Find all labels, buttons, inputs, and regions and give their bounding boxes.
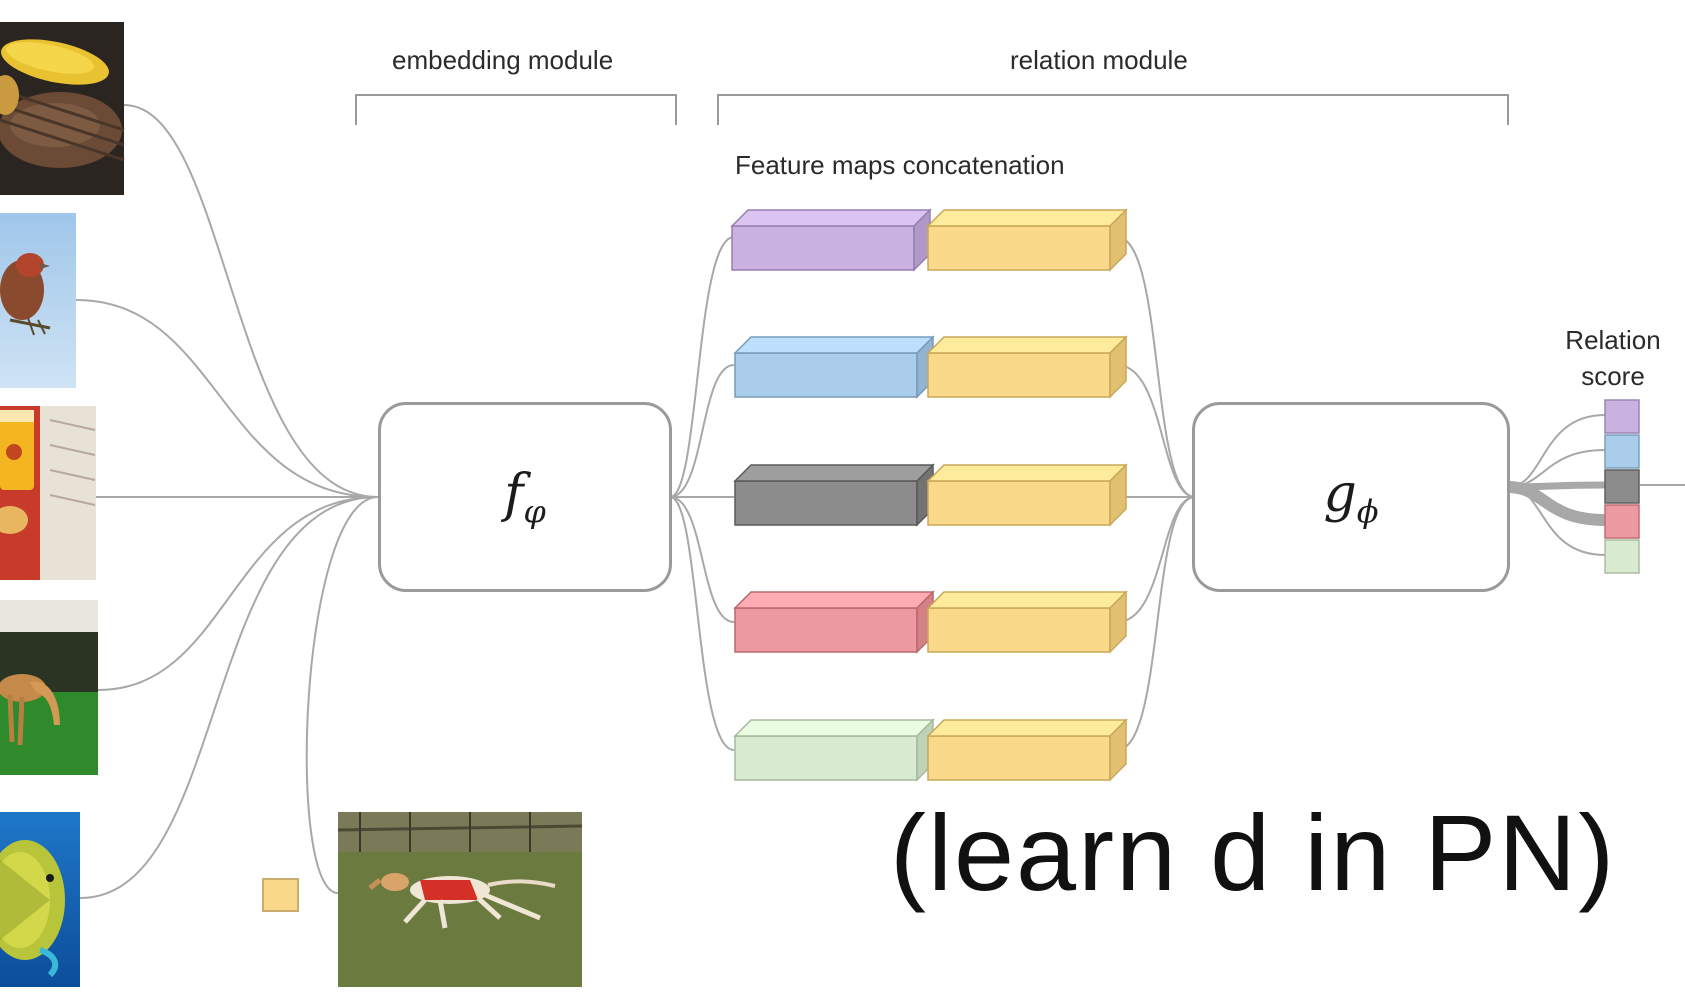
feature-maps-label: Feature maps concatenation: [735, 150, 1065, 180]
fish-image: [0, 812, 80, 987]
relation-score-column: [1604, 399, 1640, 574]
relation-score-line1: Relation: [1565, 325, 1661, 355]
f-sub: φ: [523, 492, 546, 531]
embedding-module-label: embedding module: [392, 45, 614, 75]
feature-block-purple: [730, 208, 932, 272]
feature-block-yellow-red: [926, 590, 1128, 654]
dog-running-image: [337, 812, 583, 987]
relation-score-gray: [1604, 469, 1640, 504]
relation-module-bracket: [717, 94, 1509, 125]
g-main: g: [1323, 463, 1357, 524]
food-grill-image: [0, 22, 125, 195]
relation-score-green: [1604, 539, 1640, 574]
relation-score-label: Relation score: [1548, 322, 1678, 394]
f-phi-symbol: fφ: [504, 464, 546, 530]
g-sub: ϕ: [1356, 492, 1379, 531]
feature-block-yellow-green: [926, 718, 1128, 782]
relation-function-box: gϕ: [1192, 402, 1510, 592]
feature-map-blocks: [730, 208, 1128, 782]
relation-module-label: relation module: [1010, 45, 1188, 75]
embedding-module-bracket: [355, 94, 677, 125]
bird-image: [0, 213, 76, 388]
feature-block-green: [733, 718, 935, 782]
feature-block-yellow-gray: [926, 463, 1128, 527]
drinks-image: [0, 406, 96, 580]
query-feature-square: [262, 878, 299, 912]
feature-block-gray: [733, 463, 935, 527]
g-phi-symbol: gϕ: [1323, 464, 1378, 530]
f-to-feature-connections: [669, 236, 735, 751]
input-connections: [75, 104, 379, 899]
relation-score-line2: score: [1581, 361, 1645, 391]
feature-to-g-connections: [1116, 236, 1196, 751]
relation-score-blue: [1604, 434, 1640, 469]
embedding-function-box: fφ: [378, 402, 672, 592]
relation-score-red: [1604, 504, 1640, 539]
feature-block-blue: [733, 335, 935, 399]
g-to-score-connections: [1507, 414, 1685, 556]
feature-block-yellow-purple: [926, 208, 1128, 272]
f-main: f: [504, 463, 524, 524]
feature-block-yellow-blue: [926, 335, 1128, 399]
relation-score-purple: [1604, 399, 1640, 434]
feature-block-red: [733, 590, 935, 654]
caption-text: (learn d in PN): [890, 792, 1617, 913]
dog-grass-image: [0, 600, 98, 775]
